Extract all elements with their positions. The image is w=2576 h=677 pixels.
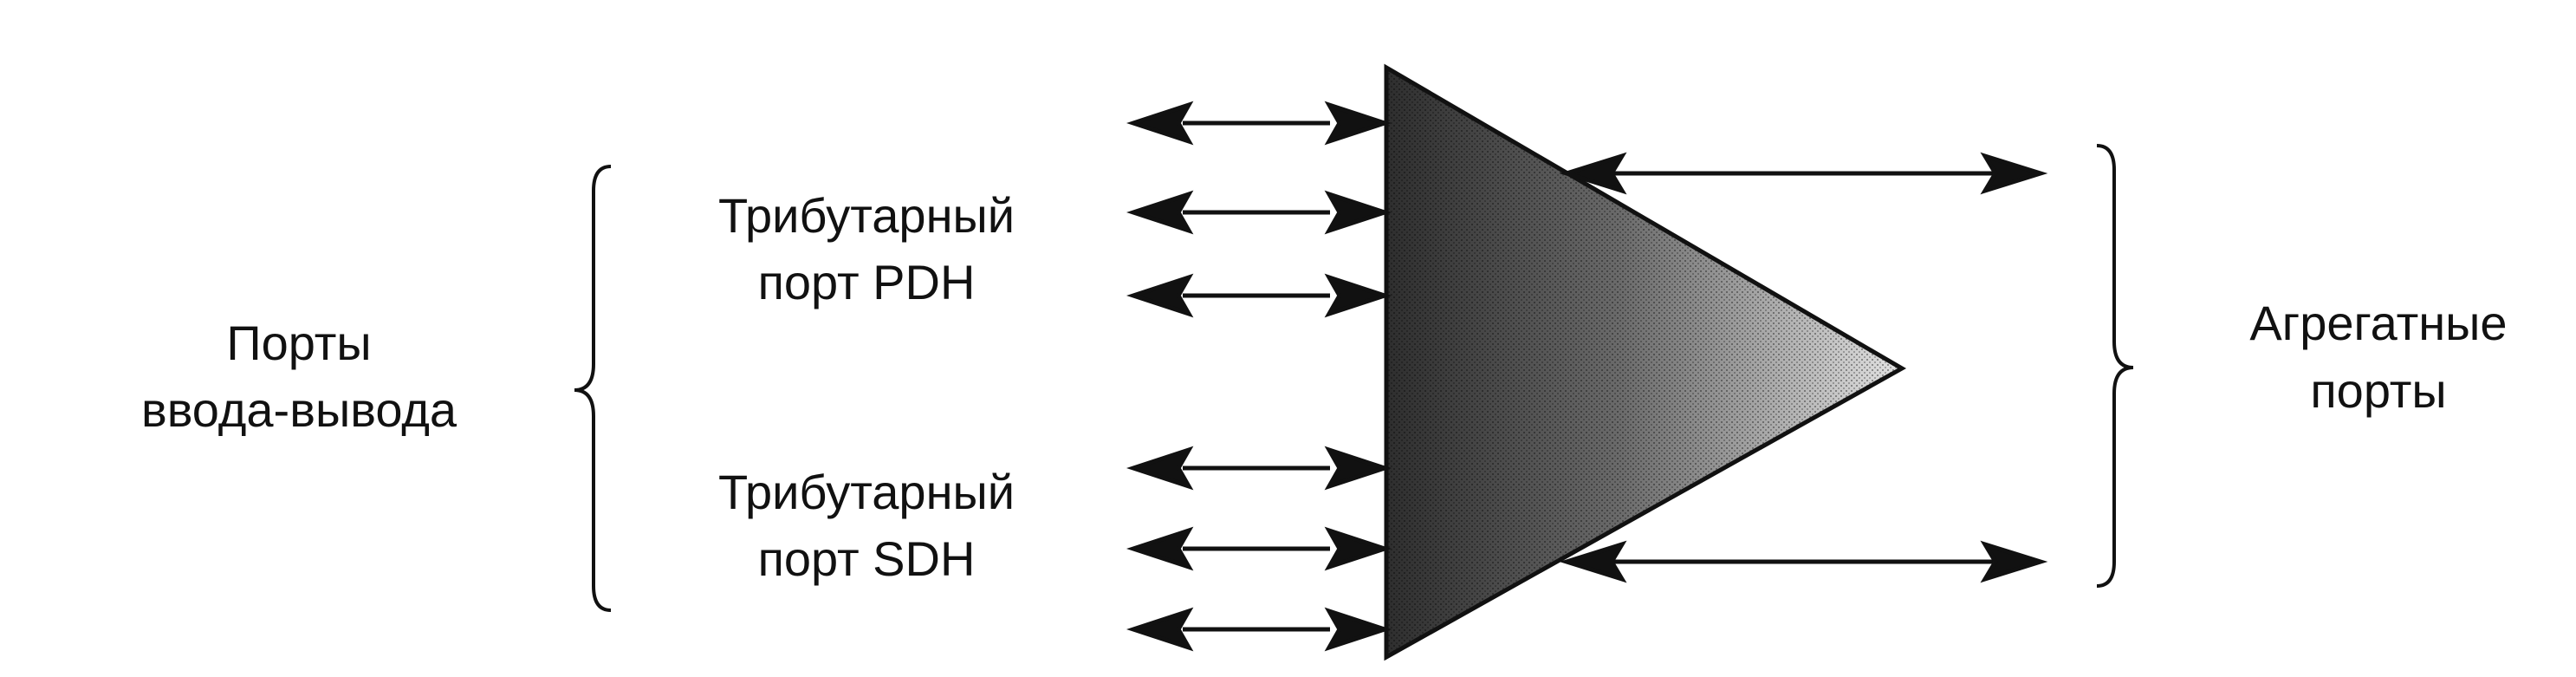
pdh-arrow-1 [1126,101,1392,146]
sdh-port-label-line1: Трибутарный [718,465,1015,519]
pdh-port-label-line1: Трибутарный [718,188,1015,243]
pdh-arrow-2 [1126,190,1392,235]
sdh-arrow-3 [1126,607,1392,652]
sdh-arrow-1 [1126,446,1392,491]
sdh-arrow-2 [1126,526,1392,571]
multiplexer-triangle [1384,63,1907,661]
pdh-arrow-3 [1126,273,1392,318]
pdh-port-label-line2: порт PDH [758,255,976,309]
right-curly-brace [2096,144,2134,588]
aggregate-arrow-bottom [1559,540,2048,583]
left-curly-brace [574,165,612,612]
sdh-port-label-line2: порт SDH [758,531,976,586]
aggregate-arrow-top [1559,152,2048,195]
io-ports-label-line1: Порты [226,316,371,370]
aggregate-ports-label-line2: порты [2310,363,2446,418]
aggregate-ports-label-line1: Агрегатные [2249,296,2507,350]
io-ports-label-line2: ввода-вывода [141,382,457,437]
